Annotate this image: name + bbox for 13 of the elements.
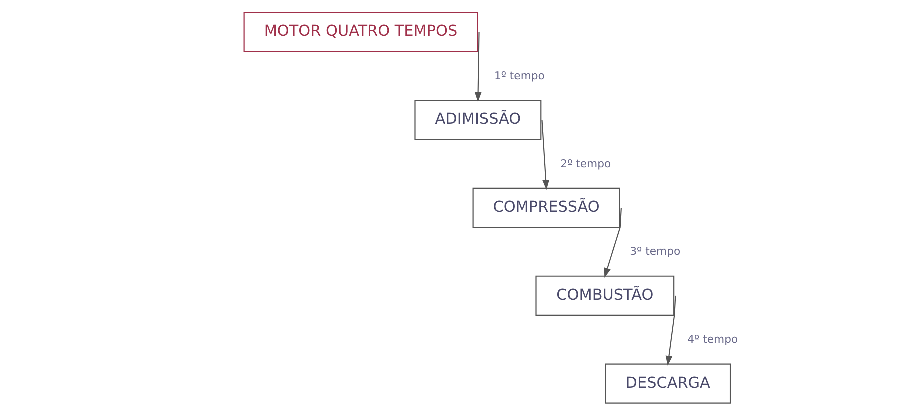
node-box: MOTOR QUATRO TEMPOS — [244, 12, 478, 52]
arrow — [542, 120, 550, 190]
edge-label: 1º tempo — [494, 69, 545, 82]
node-box: DESCARGA — [605, 364, 732, 404]
node-box: COMBUSTÃO — [536, 276, 675, 316]
arrow — [666, 296, 676, 366]
edge-label: 2º tempo — [560, 157, 612, 170]
node-box: ADIMISSÃO — [414, 100, 542, 140]
edge-label: 3º tempo — [630, 245, 681, 258]
node-box: COMPRESSÃO — [472, 188, 620, 228]
arrow — [474, 32, 482, 102]
edge-label: 4º tempo — [688, 333, 738, 346]
arrow — [604, 208, 622, 278]
